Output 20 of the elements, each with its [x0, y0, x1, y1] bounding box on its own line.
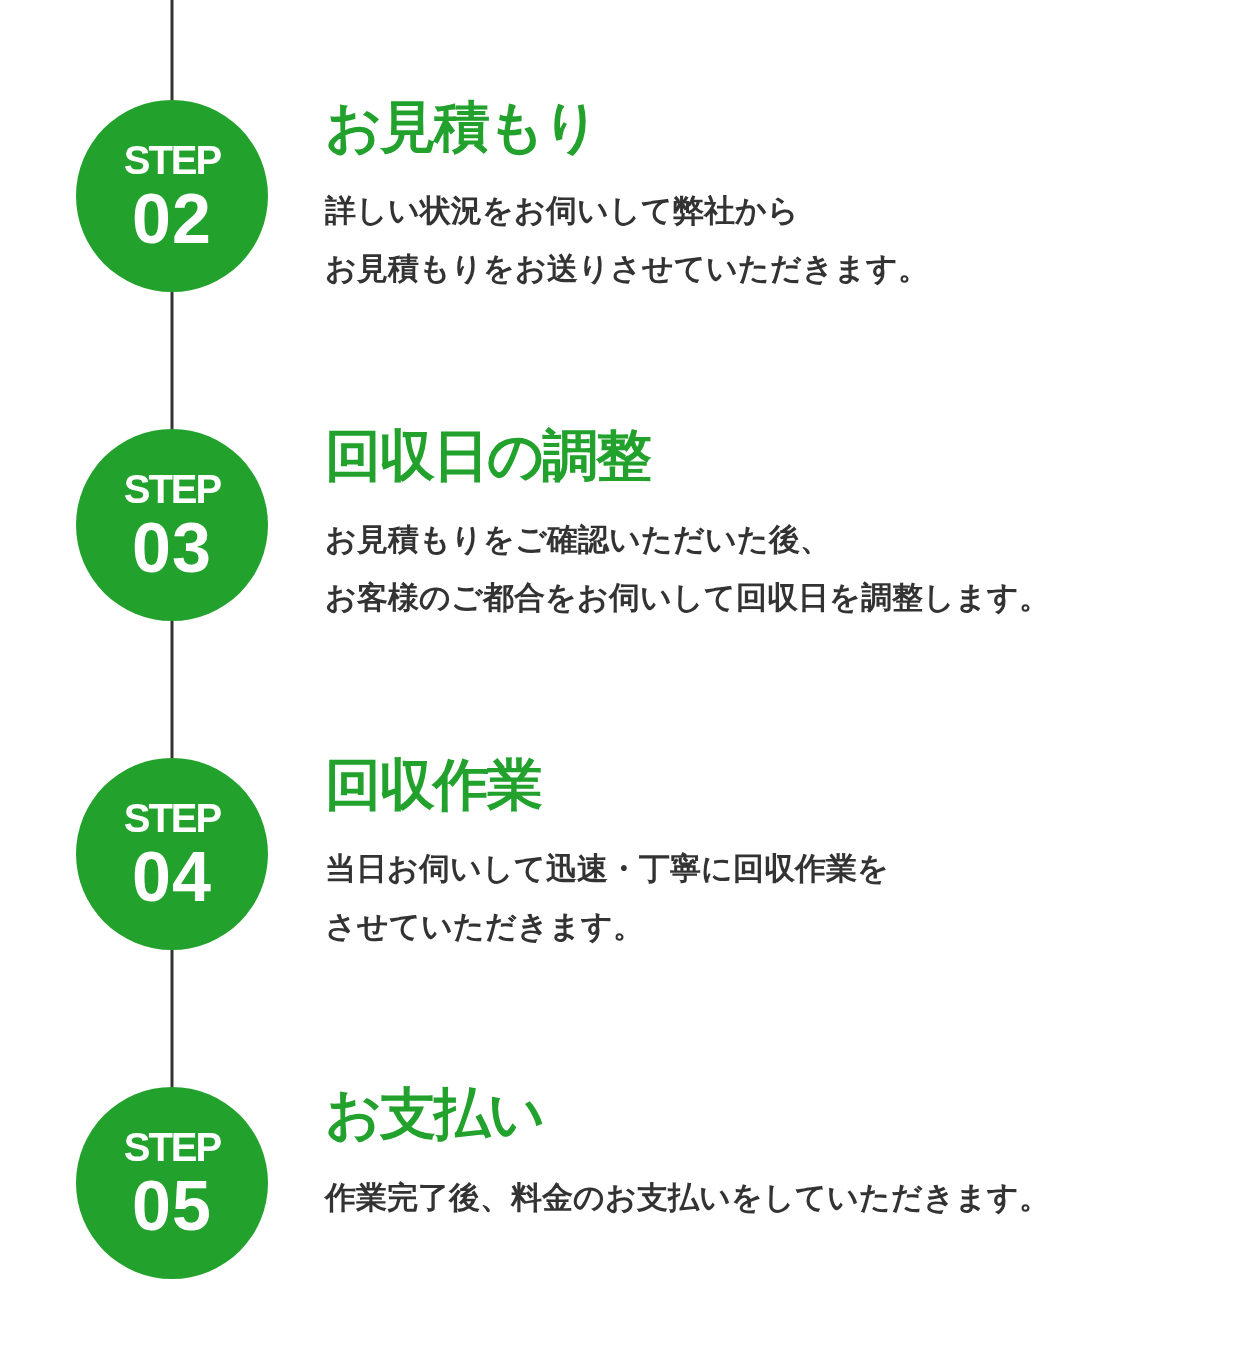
step-number: 04 — [132, 844, 212, 910]
step-description: 詳しい状況をお伺いして弊社からお見積もりをお送りさせていただきます。 — [325, 191, 929, 288]
step-description: 当日お伺いして迅速・丁寧に回収作業をさせていただきます。 — [325, 849, 889, 946]
step-number: 02 — [132, 186, 212, 252]
step-number: 03 — [132, 515, 212, 581]
step-description: 作業完了後、料金のお支払いをしていただきます。 — [325, 1178, 1050, 1217]
connector-line — [170, 292, 174, 429]
step-label: STEP — [123, 1127, 221, 1167]
step-heading: 回収日の調整 — [325, 422, 650, 490]
step-label: STEP — [123, 469, 221, 509]
step-heading: お支払い — [325, 1080, 543, 1148]
connector-line — [170, 0, 174, 100]
step-heading: お見積もり — [325, 93, 598, 161]
step-description: お見積もりをご確認いただいた後、お客様のご都合をお伺いして回収日を調整します。 — [325, 520, 1050, 617]
step-heading: 回収作業 — [325, 751, 541, 819]
step-label: STEP — [123, 140, 221, 180]
step-number: 05 — [132, 1173, 212, 1239]
connector-line — [170, 950, 174, 1087]
step-label: STEP — [123, 798, 221, 838]
connector-line — [170, 621, 174, 758]
